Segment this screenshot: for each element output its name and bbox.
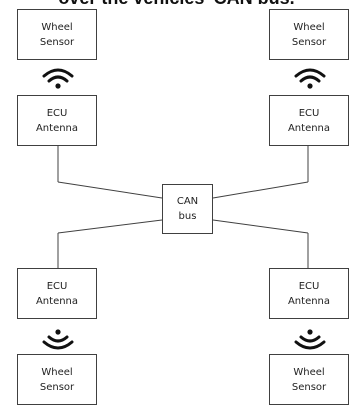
link-top-right: [212, 181, 309, 199]
node-label: bus: [178, 211, 197, 222]
node-label: ECU: [46, 280, 68, 292]
can-bus-hub: CAN bus: [162, 184, 213, 234]
node-label: ECU: [298, 107, 320, 119]
link-top-left: [57, 181, 163, 199]
node-label: Antenna: [287, 295, 331, 307]
node-label: Antenna: [287, 122, 331, 134]
header-text: over the vehicles' CAN bus.: [0, 0, 353, 10]
wireless-signal-icon: [42, 329, 74, 350]
node-label: Wheel: [293, 21, 325, 33]
node-label: CAN: [176, 196, 199, 207]
node-label: Sensor: [39, 381, 75, 393]
link-bottom-left: [57, 219, 163, 234]
node-label: Wheel: [41, 366, 73, 378]
node-label: Wheel: [41, 21, 73, 33]
wheel-sensor-bottom-left: Wheel Sensor: [17, 354, 97, 405]
link-bottom-right: [212, 219, 309, 234]
wireless-signal-icon: [294, 68, 326, 89]
wheel-sensor-top-left: Wheel Sensor: [17, 9, 97, 60]
node-label: Sensor: [291, 381, 327, 393]
node-label: Sensor: [291, 36, 327, 48]
wireless-signal-icon: [42, 68, 74, 89]
node-label: Antenna: [35, 122, 79, 134]
node-label: Wheel: [293, 366, 325, 378]
ecu-antenna-bottom-left: ECU Antenna: [17, 268, 97, 319]
node-label: Sensor: [39, 36, 75, 48]
wireless-signal-icon: [294, 329, 326, 350]
wheel-sensor-bottom-right: Wheel Sensor: [269, 354, 349, 405]
node-label: ECU: [46, 107, 68, 119]
ecu-antenna-top-left: ECU Antenna: [17, 95, 97, 146]
wheel-sensor-top-right: Wheel Sensor: [269, 9, 349, 60]
ecu-antenna-bottom-right: ECU Antenna: [269, 268, 349, 319]
ecu-antenna-top-right: ECU Antenna: [269, 95, 349, 146]
node-label: Antenna: [35, 295, 79, 307]
node-label: ECU: [298, 280, 320, 292]
